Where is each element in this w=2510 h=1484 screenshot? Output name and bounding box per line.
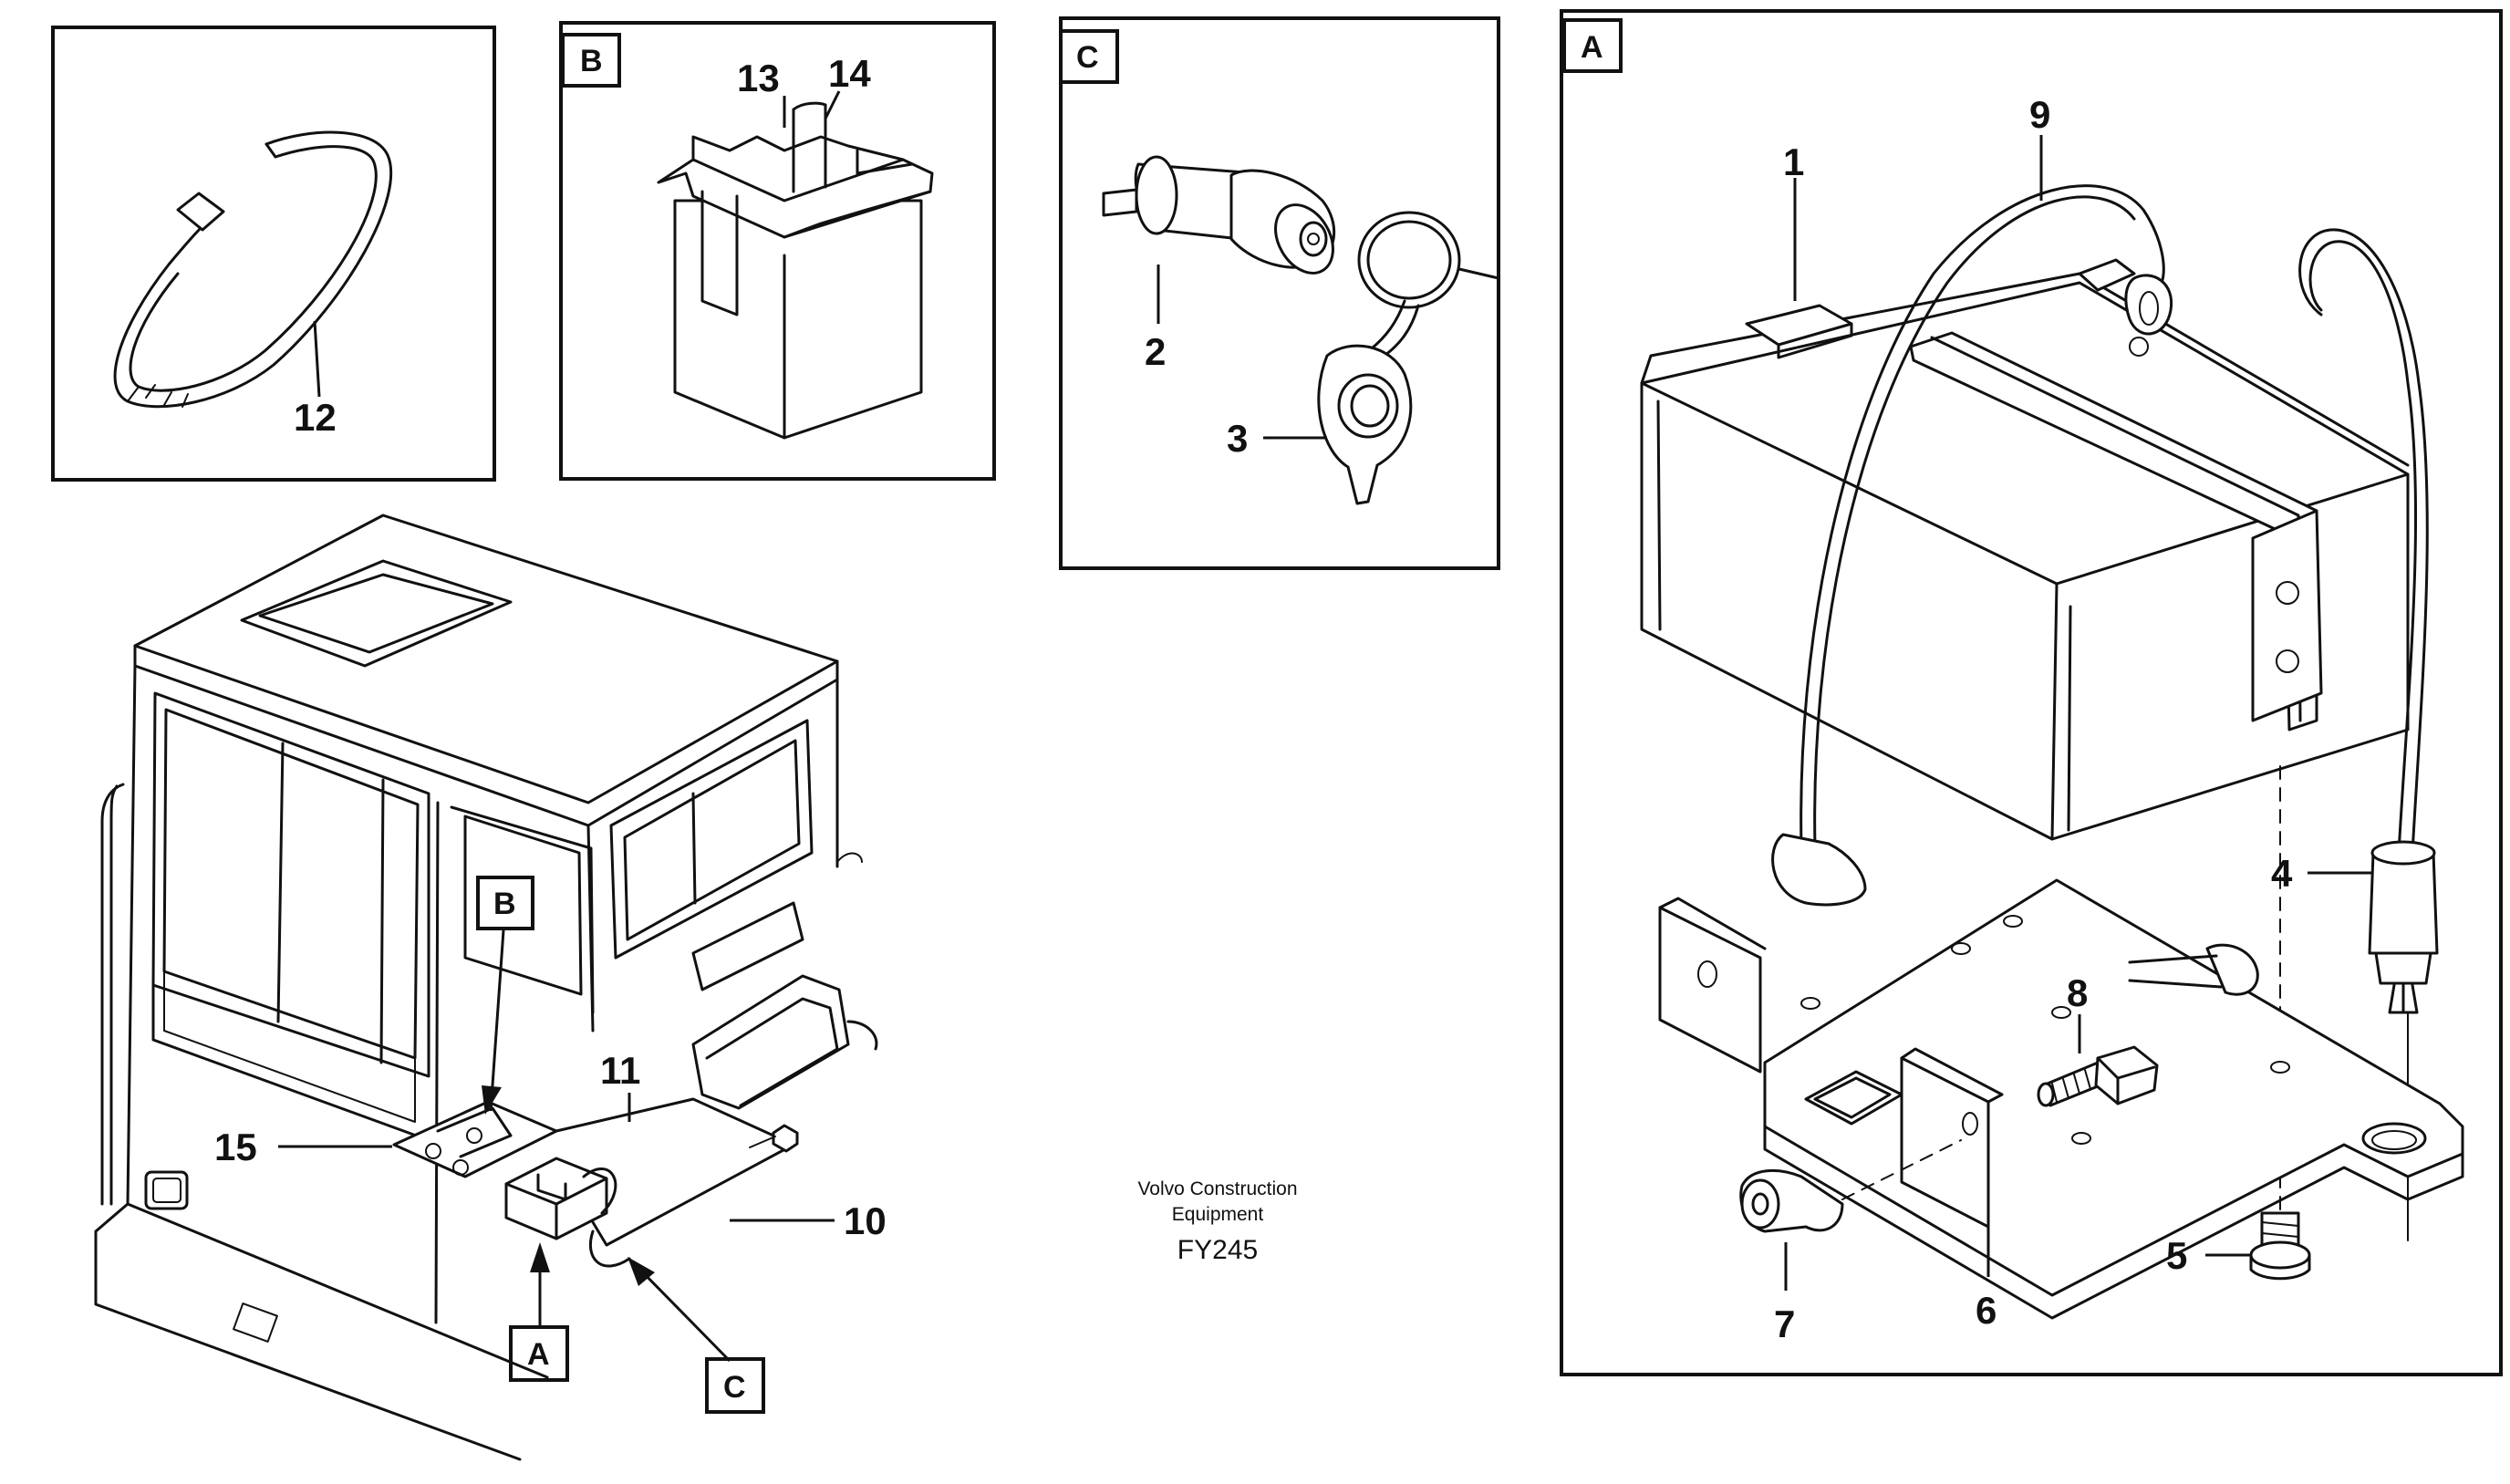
cable-tie-drawing <box>113 130 393 409</box>
detail-c-label: C <box>1076 40 1099 75</box>
bracket-drawing <box>1658 878 2464 1320</box>
callout-14: 14 <box>828 52 871 95</box>
detail-b-label: B <box>580 44 603 78</box>
leader-12 <box>313 320 321 398</box>
panel-frame <box>559 21 996 481</box>
detail-b-box-cab <box>476 876 534 930</box>
callout-15: 15 <box>214 1126 257 1168</box>
socket-drawing <box>1102 155 1500 505</box>
callout-11: 11 <box>600 1049 640 1092</box>
nut-7-drawing <box>1739 1139 1962 1233</box>
battery-drawing <box>1640 184 2439 1241</box>
callout-12: 12 <box>294 396 337 439</box>
callout-2: 2 <box>1145 330 1166 373</box>
callout-7: 7 <box>1774 1302 1795 1345</box>
detail-c-box <box>1059 29 1119 84</box>
cab-overview: B A C 11 15 10 <box>94 514 887 1461</box>
callout-3: 3 <box>1227 417 1248 460</box>
detail-b-box <box>561 33 621 88</box>
detail-a-label-cab: A <box>527 1337 550 1372</box>
pointer-c-head <box>628 1257 655 1286</box>
callout-1: 1 <box>1783 140 1804 183</box>
caption-block: Volvo Construction Equipment FY245 <box>1137 1178 1297 1265</box>
caption-line-1: Volvo Construction <box>1137 1178 1297 1199</box>
detail-a-label: A <box>1581 30 1603 65</box>
callout-4: 4 <box>2271 852 2293 895</box>
panel-frame <box>1059 16 1500 570</box>
pointer-b-head <box>482 1085 502 1115</box>
pointer-c <box>632 1261 731 1363</box>
panel-frame <box>1560 9 2503 1376</box>
callout-6: 6 <box>1976 1289 1997 1332</box>
leader-14 <box>824 90 841 119</box>
panel-detail-b: B 13 14 <box>559 21 996 481</box>
panel-detail-c: C 2 3 <box>1059 16 1500 570</box>
cab-drawing <box>94 514 878 1461</box>
callout-8: 8 <box>2067 971 2088 1014</box>
detail-b-label-cab: B <box>493 887 516 921</box>
callout-13: 13 <box>737 57 780 99</box>
figure-code: FY245 <box>1177 1235 1258 1265</box>
panel-detail-a: A <box>1560 9 2503 1376</box>
detail-a-box <box>1562 18 1623 73</box>
pointer-b <box>489 929 505 1112</box>
relay-drawing <box>657 101 934 440</box>
detail-c-box-cab <box>705 1357 765 1414</box>
screw-5-drawing <box>2249 1211 2311 1281</box>
callout-9: 9 <box>2029 93 2050 136</box>
detail-c-label-cab: C <box>723 1370 746 1405</box>
pointer-a-head <box>530 1242 550 1272</box>
screw-8-drawing <box>2037 1045 2159 1107</box>
caption-line-2: Equipment <box>1172 1204 1264 1225</box>
panel-cable-tie: 12 <box>51 26 496 482</box>
callout-5: 5 <box>2166 1234 2187 1277</box>
panel-frame <box>51 26 496 482</box>
callout-10: 10 <box>844 1199 887 1242</box>
